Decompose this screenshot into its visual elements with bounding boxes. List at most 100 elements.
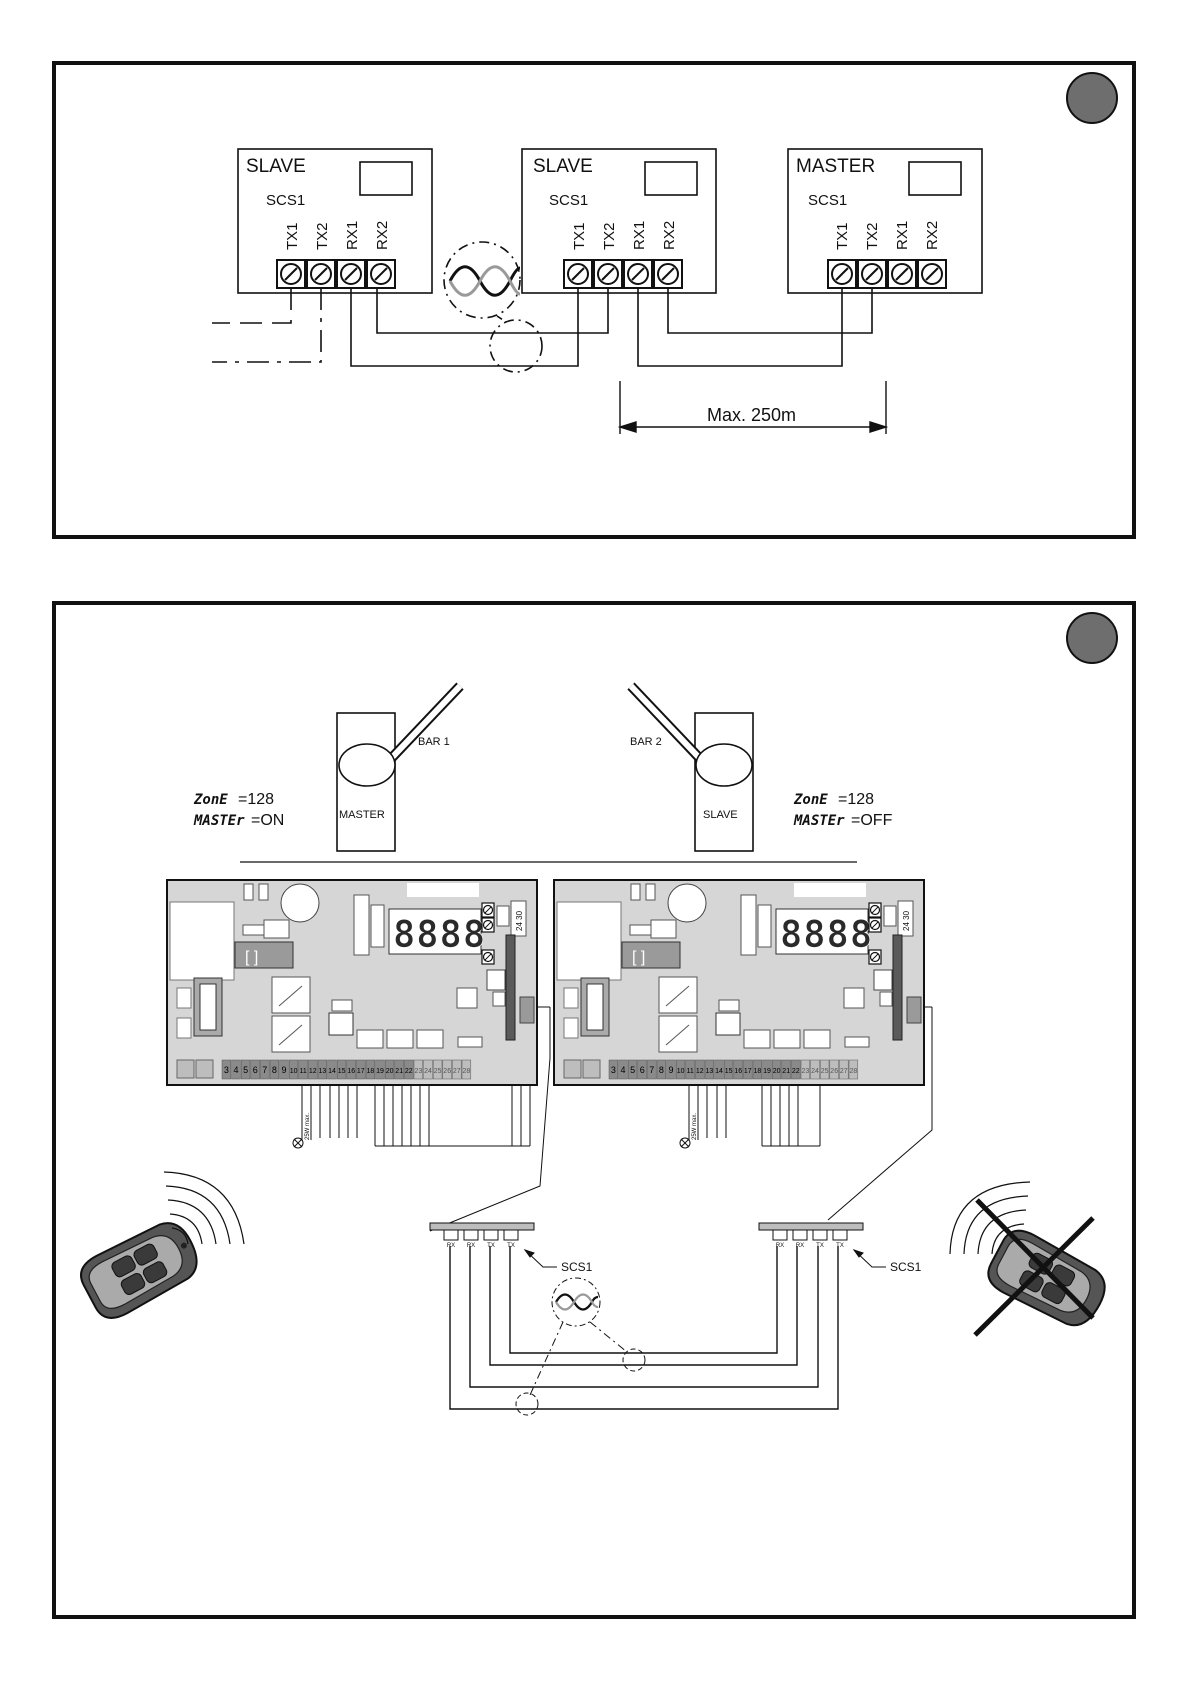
terminal-block <box>375 1059 385 1080</box>
terminal-block <box>221 1059 232 1080</box>
terminal-block <box>260 1059 270 1080</box>
terminal-block <box>829 1059 839 1080</box>
terminal-block <box>647 1059 657 1080</box>
connector-pin-label: RX <box>467 1243 475 1249</box>
terminal-number: 28 <box>850 1068 858 1075</box>
terminal-block <box>714 1059 724 1080</box>
unit-slave-1: SLAVE SCS1 TX1 TX2 RX1 RX2 <box>237 148 433 294</box>
param-zone-value: =128 <box>838 791 874 808</box>
unit-display <box>644 161 698 196</box>
terminal-number: 21 <box>395 1068 403 1075</box>
terminal-number: 19 <box>763 1068 771 1075</box>
terminal-block <box>666 1059 676 1080</box>
terminal-block <box>384 1059 395 1080</box>
terminal-block <box>327 1059 337 1080</box>
board-display: 8888 <box>780 913 873 956</box>
params-left: ZonE =128 MASTEr =ON <box>193 791 284 829</box>
terminal-block <box>308 1059 318 1080</box>
terminal-label: RX2 <box>661 221 678 250</box>
terminal-block <box>336 1059 347 1080</box>
figure-1-number-circle <box>1066 72 1118 124</box>
terminal-number: 10 <box>290 1068 298 1075</box>
unit-display <box>908 161 962 196</box>
terminal-block <box>618 1059 628 1080</box>
terminal-block <box>279 1059 289 1080</box>
param-master-value: =ON <box>251 812 284 829</box>
terminal-block <box>288 1059 299 1080</box>
terminal-block <box>250 1059 260 1080</box>
connector-pin <box>503 1229 519 1241</box>
supply-label: 24 30 <box>902 910 911 931</box>
terminal-number: 8 <box>272 1065 277 1075</box>
connector-pin <box>483 1229 499 1241</box>
terminal-number: 16 <box>347 1068 355 1075</box>
unit-module-label: SCS1 <box>808 192 847 209</box>
figure-1-frame <box>52 61 1136 539</box>
barrier-master: MASTER <box>336 682 464 852</box>
terminal-number: 8 <box>659 1065 664 1075</box>
terminal-number: 13 <box>319 1068 327 1075</box>
unit-title: SLAVE <box>246 156 306 177</box>
figure-2-number-circle <box>1066 612 1118 664</box>
scs1-wiring <box>449 1246 839 1416</box>
terminal-block <box>608 1059 619 1080</box>
figure-2-frame <box>52 601 1136 1619</box>
param-zone-value: =128 <box>238 791 274 808</box>
terminal-screw <box>366 259 396 289</box>
terminal-number: 3 <box>224 1065 229 1075</box>
param-master-name: MASTEr <box>193 813 245 829</box>
terminal-block <box>240 1059 251 1080</box>
terminal-number: 12 <box>309 1068 317 1075</box>
terminal-label: TX2 <box>314 222 331 250</box>
terminal-number: 26 <box>830 1068 838 1075</box>
terminal-block <box>704 1059 715 1080</box>
terminal-number: 25 <box>821 1068 829 1075</box>
connector-pin <box>792 1229 808 1241</box>
connector-pin <box>832 1229 848 1241</box>
terminal-block <box>452 1059 462 1080</box>
connector-pin-label: TX <box>836 1243 844 1249</box>
unit-title: SLAVE <box>533 156 593 177</box>
terminal-label: RX1 <box>631 221 648 250</box>
terminal-block <box>231 1059 241 1080</box>
cross-mark <box>975 1198 1095 1320</box>
figure-2-panel: MASTER BAR 1 SLAVE BAR 2 ZonE =128 MASTE… <box>52 601 1136 1619</box>
board-display: 8888 <box>393 913 486 956</box>
terminal-block <box>269 1059 280 1080</box>
terminal-block <box>432 1059 443 1080</box>
connector-pin <box>812 1229 828 1241</box>
terminal-number: 20 <box>386 1068 394 1075</box>
unit-display <box>359 161 413 196</box>
terminal-block <box>733 1059 743 1080</box>
fig1-wiring <box>212 241 873 373</box>
param-zone-name: ZonE <box>193 792 228 808</box>
terminal-block <box>627 1059 638 1080</box>
terminal-number: 23 <box>802 1068 810 1075</box>
control-board-slave: [ ] 8888 24 30 <box>553 879 925 1086</box>
terminal-number: 7 <box>262 1065 267 1075</box>
connector-pin-label: TX <box>487 1243 495 1249</box>
terminal-number: 14 <box>328 1068 336 1075</box>
distance-label: Max. 250m <box>707 405 796 425</box>
terminal-screw <box>653 259 683 289</box>
terminal-screw <box>857 259 887 289</box>
terminal-block <box>819 1059 830 1080</box>
terminal-number: 4 <box>233 1065 238 1075</box>
terminal-block <box>839 1059 849 1080</box>
bar1-label: BAR 1 <box>418 736 450 748</box>
terminal-block <box>743 1059 753 1080</box>
terminal-block <box>394 1059 404 1080</box>
terminal-number: 22 <box>792 1068 800 1075</box>
terminal-number: 15 <box>725 1068 733 1075</box>
terminal-label: TX1 <box>571 222 588 250</box>
terminal-number: 27 <box>840 1068 848 1075</box>
unit-master: MASTER SCS1 TX1 TX2 RX1 RX2 <box>787 148 983 294</box>
terminal-number: 5 <box>243 1065 248 1075</box>
terminal-number: 28 <box>463 1068 471 1075</box>
param-master-name: MASTEr <box>793 813 845 829</box>
terminal-number: 21 <box>782 1068 790 1075</box>
terminal-number: 27 <box>453 1068 461 1075</box>
